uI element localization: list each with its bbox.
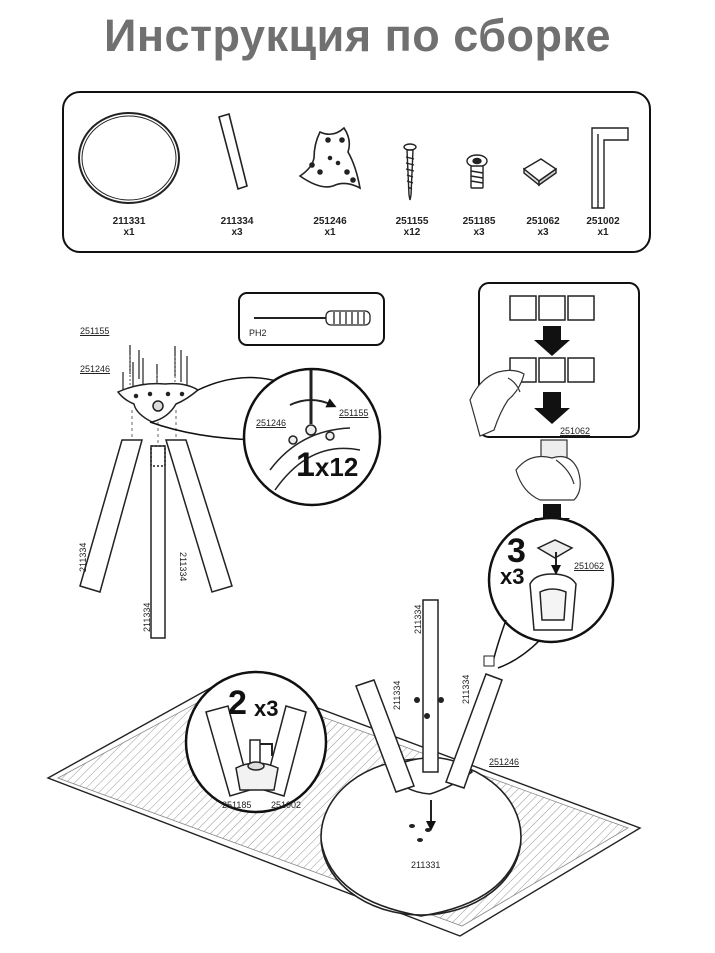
part-qty: x1 [324,227,336,238]
label-plate-zoom: 251246 [256,418,287,428]
step1-count: 1x12 [296,446,358,485]
pad-hand-icon [515,439,581,501]
felt-pad-icon [522,158,558,187]
part-code: 251062 [526,216,560,227]
round-tabletop-icon [78,112,180,204]
step2-number: 2 [228,684,247,722]
part-qty: x1 [123,227,135,238]
label-screw-step1: 251155 [80,326,110,336]
screwdriver-icon [254,310,371,326]
label-leg-step2-b: 211334 [392,680,402,710]
part-item-plate: 251246 x1 [290,216,370,238]
label-leg-center: 211334 [142,602,152,632]
part-code: 251155 [395,216,429,227]
wood-screw-icon [403,143,417,201]
label-tabletop: 211331 [411,860,441,870]
part-code: 211331 [112,216,146,227]
step3-number: 3 [507,532,526,570]
legs-step2 [355,599,503,793]
part-qty: x1 [597,227,609,238]
label-leg-left: 211334 [78,542,88,572]
label-plate-step1: 251246 [80,364,111,374]
step2-multiplier: x3 [254,696,279,721]
part-qty: x12 [403,227,421,238]
part-item-tabletop: 211331 x1 [89,216,169,238]
mounting-plate-icon [298,126,362,190]
label-screw-zoom: 251155 [339,408,369,418]
label-hex-key: 251002 [271,800,302,810]
part-qty: x3 [473,227,485,238]
mounting-plate [116,382,200,423]
leg-icon [218,112,248,191]
part-item-pad: 251062 x3 [503,216,583,238]
label-leg-step2-a: 211334 [413,604,423,634]
part-qty: x3 [231,227,243,238]
part-item-hex-key: 251002 x1 [563,216,643,238]
part-code: 251185 [462,216,496,227]
part-code: 251002 [586,216,620,227]
part-item-bolt: 251185 x3 [439,216,519,238]
step1-multiplier: x12 [314,452,359,482]
label-pad: 251062 [560,426,591,436]
label-leg-right: 211334 [178,552,188,582]
bolt-icon [466,154,488,189]
screwdriver-tool-box [238,292,385,346]
step3-multiplier: x3 [500,564,525,589]
felt-pad-sheet-box [469,282,640,438]
legs-step1 [79,439,233,639]
part-code: 251246 [313,216,347,227]
label-leg-step2-c: 211334 [461,674,471,704]
part-code: 211334 [220,216,254,227]
step1-number: 1 [296,446,315,484]
hand-peeling-icon [469,369,525,437]
label-bolt: 251185 [222,800,252,810]
part-qty: x3 [537,227,549,238]
label-pad-zoom: 251062 [574,561,605,571]
page-title: Инструкция по сборке [103,10,612,61]
tool-label: PH2 [249,328,267,338]
part-item-screw: 251155 x12 [372,216,452,238]
hex-key-icon [591,127,629,209]
label-plate-step2: 251246 [489,757,520,767]
parts-list-box [62,91,651,253]
part-item-leg: 211334 x3 [197,216,277,238]
